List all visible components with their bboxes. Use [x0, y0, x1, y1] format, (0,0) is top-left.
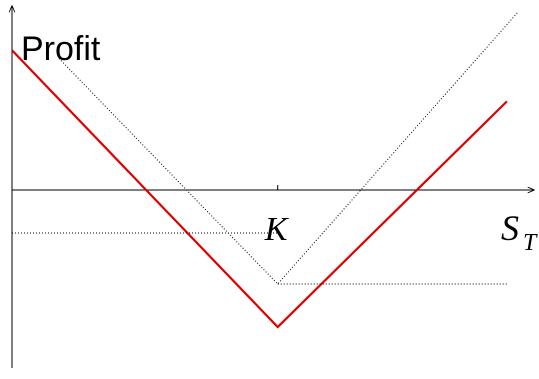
x-axis-label: S T — [501, 208, 538, 256]
series-layer — [11, 12, 518, 329]
net-profit-line — [11, 49, 508, 329]
y-axis-label: Profit — [21, 30, 101, 68]
component-line-1 — [58, 12, 518, 285]
x-axis-label-subscript: T — [523, 230, 538, 256]
strike-label: K — [264, 211, 290, 248]
x-axis-label-main: S — [501, 208, 519, 248]
